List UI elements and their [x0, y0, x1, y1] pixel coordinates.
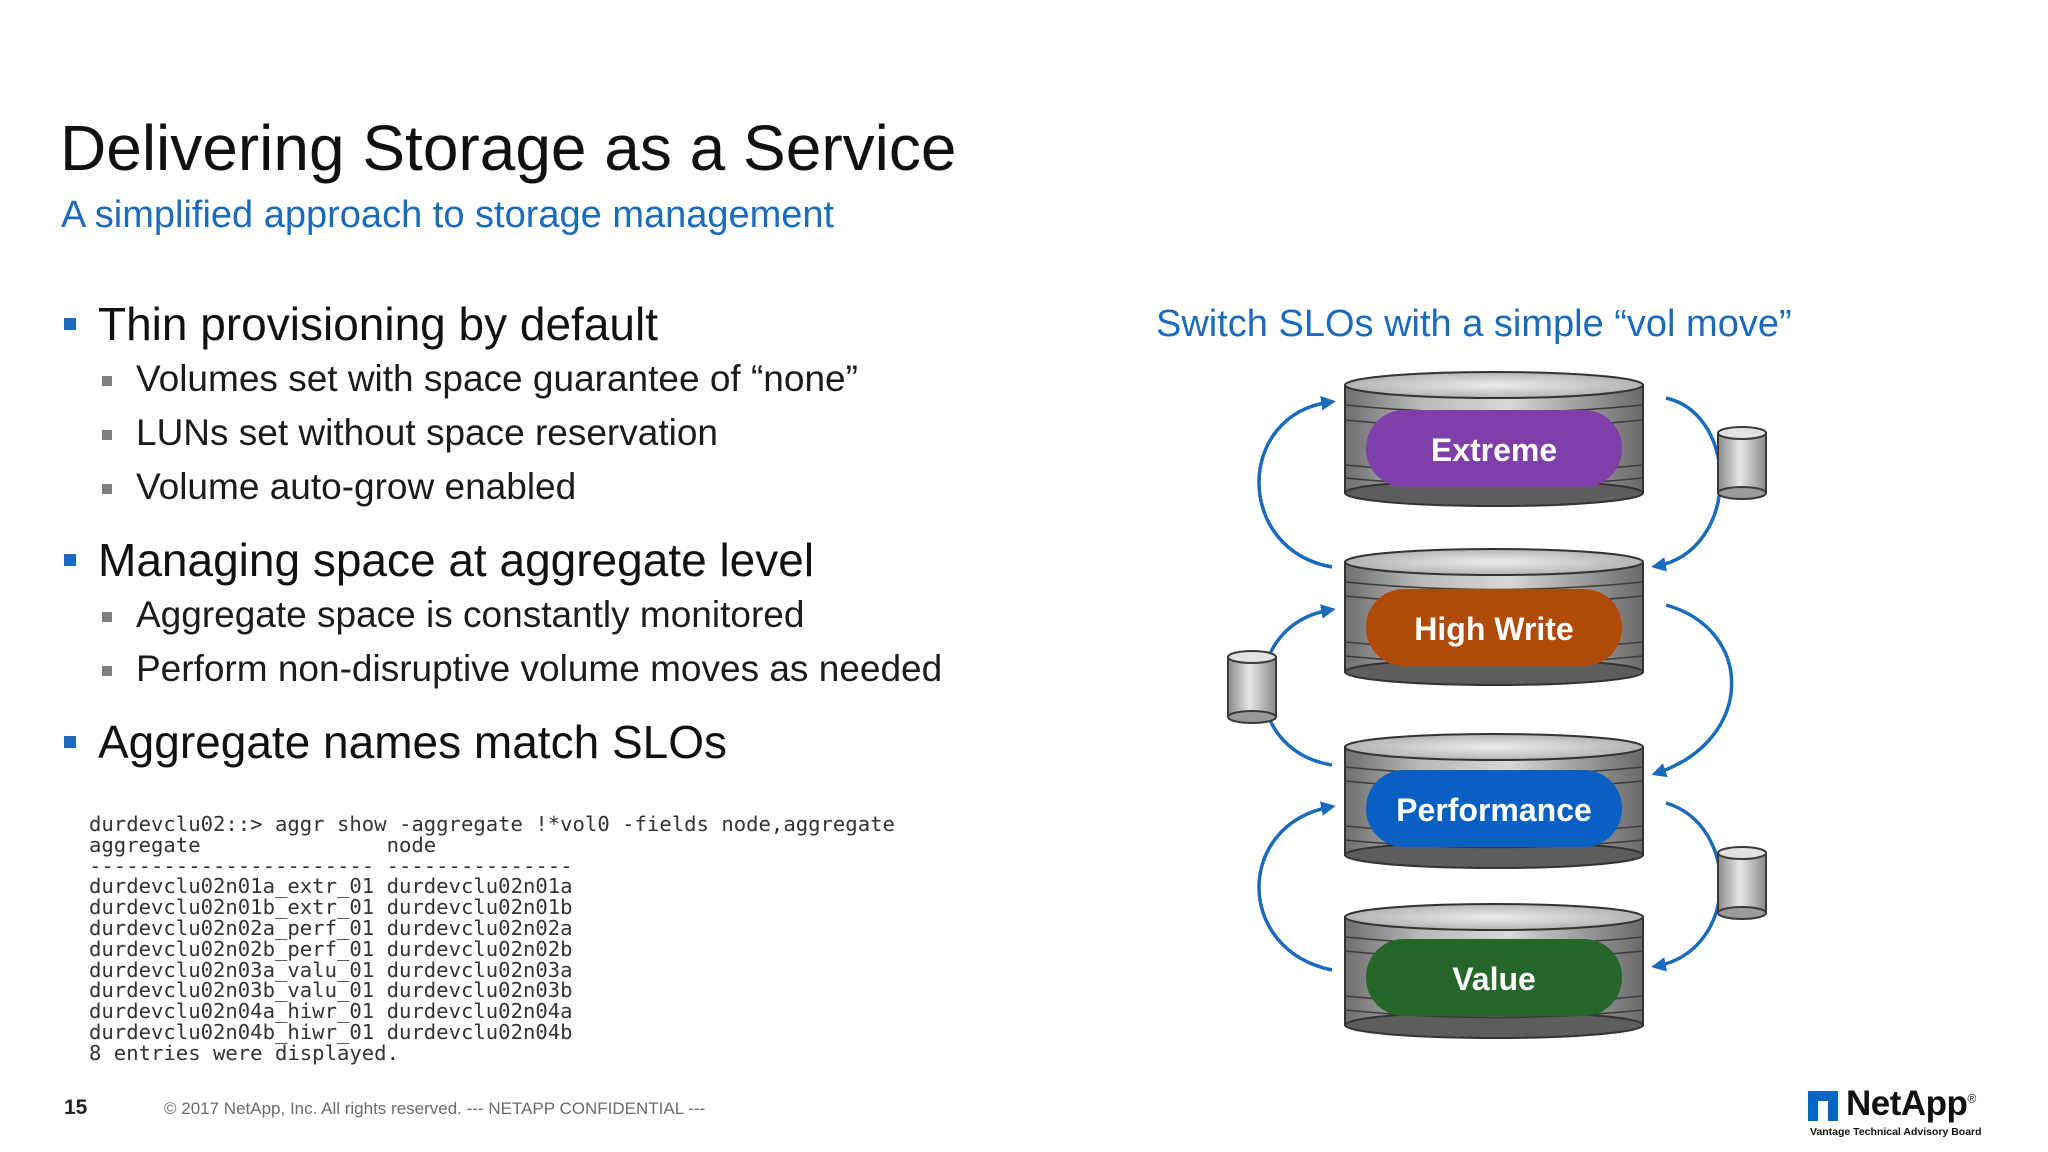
- tier-performance: Performance: [1344, 733, 1644, 869]
- diagram-title: Switch SLOs with a simple “vol move”: [1156, 303, 1792, 345]
- cli-row-node: durdevclu02n01b: [386, 895, 573, 920]
- cli-header-node: node: [386, 832, 437, 857]
- tier-performance-pill: [1366, 770, 1622, 847]
- cli-row-node: durdevclu02n02b: [386, 936, 573, 961]
- arrow-highwrite-to-extreme-right: [1651, 396, 1723, 572]
- tier-extreme: Extreme: [1344, 371, 1644, 507]
- arrow-value-to-performance-right: [1651, 801, 1723, 972]
- cli-row-node: durdevclu02n03a: [386, 957, 573, 982]
- logo-wordmark: NetApp: [1846, 1084, 1968, 1123]
- tier-high-write: High Write: [1344, 548, 1644, 686]
- netapp-logo: NetApp® Vantage Technical Advisory Board: [1808, 1084, 2008, 1138]
- cli-row-node: durdevclu02n04b: [386, 1019, 573, 1044]
- sub-bullet-lun-reservation: LUNs set without space reservation: [62, 406, 1062, 460]
- sub-bullet-space-guarantee: Volumes set with space guarantee of “non…: [62, 352, 1062, 406]
- netapp-n-logo-icon: [1808, 1091, 1838, 1121]
- cli-row-aggregate: durdevclu02n03b_valu_01: [89, 978, 375, 1003]
- cli-output: durdevclu02::> aggr show -aggregate !*vo…: [89, 814, 895, 1064]
- cli-row-node: durdevclu02n01a: [386, 874, 573, 899]
- bullet-thin-provisioning: Thin provisioning by default: [62, 296, 1062, 352]
- cli-row-aggregate: durdevclu02n01a_extr_01: [89, 874, 375, 899]
- bullet-names-match-slos: Aggregate names match SLOs: [62, 714, 1062, 770]
- moving-volumes: [1227, 426, 1767, 920]
- tier-high-write-pill: [1366, 589, 1622, 666]
- sub-bullet-monitoring: Aggregate space is constantly monitored: [62, 588, 1062, 642]
- bullet-aggregate-level: Managing space at aggregate level: [62, 532, 1062, 588]
- cli-row-aggregate: durdevclu02n01b_extr_01: [89, 895, 375, 920]
- slide-subtitle: A simplified approach to storage managem…: [61, 194, 835, 236]
- logo-tagline: Vantage Technical Advisory Board: [1810, 1126, 1982, 1138]
- tier-performance-label: Performance: [1396, 792, 1592, 828]
- volume-cylinder-icon: [1227, 650, 1277, 724]
- cli-row-aggregate: durdevclu02n02b_perf_01: [89, 936, 375, 961]
- volume-cylinder-icon: [1717, 846, 1767, 920]
- cli-row-aggregate: durdevclu02n04b_hiwr_01: [89, 1019, 375, 1044]
- cli-row-node: durdevclu02n04a: [386, 999, 573, 1024]
- bullet-group-aggregate-level: Managing space at aggregate level Aggreg…: [62, 532, 1062, 696]
- copyright-notice: © 2017 NetApp, Inc. All rights reserved.…: [164, 1099, 706, 1118]
- cli-row-aggregate: durdevclu02n04a_hiwr_01: [89, 999, 375, 1024]
- arrow-performance-from-value-left: [1257, 801, 1336, 972]
- cli-row-aggregate: durdevclu02n02a_perf_01: [89, 915, 375, 940]
- cli-row-node: durdevclu02n03b: [386, 978, 573, 1003]
- slide-title: Delivering Storage as a Service: [60, 112, 957, 184]
- cli-summary: 8 entries were displayed.: [89, 1040, 399, 1065]
- bullet-group-names-match: Aggregate names match SLOs: [62, 714, 1062, 770]
- bullet-group-thin-provisioning: Thin provisioning by default Volumes set…: [62, 296, 1062, 514]
- sub-bullet-volume-moves: Perform non-disruptive volume moves as n…: [62, 642, 1062, 696]
- cli-row-aggregate: durdevclu02n03a_valu_01: [89, 957, 375, 982]
- tier-extreme-label: Extreme: [1431, 432, 1557, 468]
- cli-separator: ----------------------- ---------------: [89, 853, 573, 878]
- arrow-extreme-from-highwrite-left: [1257, 395, 1336, 569]
- tier-high-write-label: High Write: [1414, 611, 1573, 647]
- tiers: Extreme High Write Performance: [1344, 371, 1644, 1039]
- tier-value: Value: [1344, 903, 1644, 1039]
- slo-tier-diagram: Extreme High Write Performance: [1227, 371, 1767, 1039]
- volume-cylinder-icon: [1717, 426, 1767, 500]
- sub-bullet-auto-grow: Volume auto-grow enabled: [62, 460, 1062, 514]
- logo-registered-mark: ®: [1967, 1091, 1976, 1106]
- cli-command: durdevclu02::> aggr show -aggregate !*vo…: [89, 812, 895, 836]
- cli-row-node: durdevclu02n02a: [386, 915, 573, 940]
- slide-number: 15: [64, 1096, 88, 1119]
- tier-value-label: Value: [1452, 961, 1536, 997]
- cli-header-aggregate: aggregate: [89, 832, 201, 857]
- arrow-performance-to-highwrite-right: [1651, 603, 1734, 778]
- tier-value-pill: [1366, 939, 1622, 1016]
- tier-extreme-pill: [1366, 410, 1622, 487]
- bullet-list: Thin provisioning by default Volumes set…: [62, 296, 1062, 788]
